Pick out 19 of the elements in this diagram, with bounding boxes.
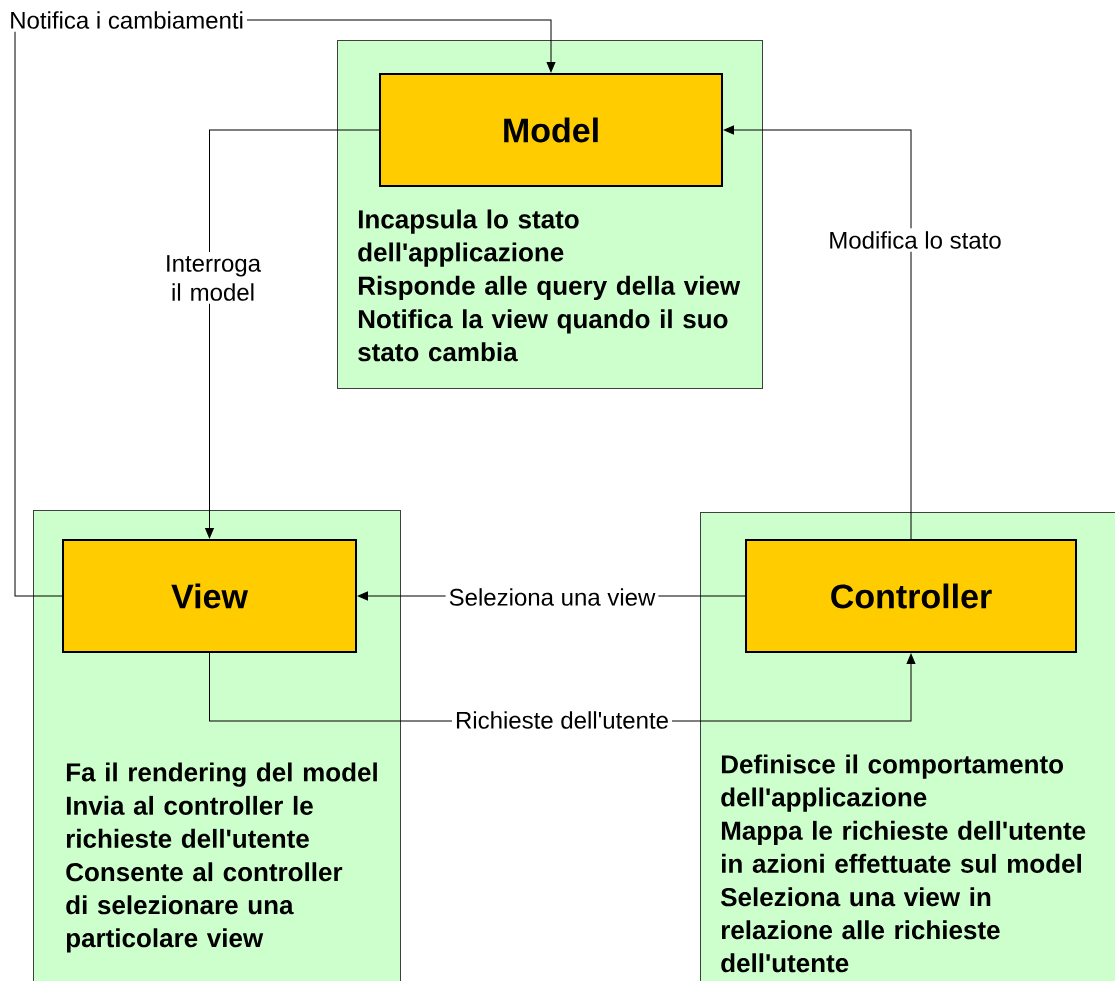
description-text: Consente al controller di selezionare una particolare view xyxy=(66,862,343,953)
description-text: Notifica la view quando il suo stato cambia xyxy=(358,309,728,362)
description-text: Seleziona una view in relazione alle richieste dell'utente xyxy=(720,887,1000,973)
component-box: View xyxy=(62,539,357,653)
description-text: Mappa le richieste dell'utente in azioni effettuate sul model xyxy=(721,820,1086,873)
description-text: Incapsula lo stato dell'applicazione xyxy=(358,209,579,267)
edge-label: Interroga il model xyxy=(155,252,271,304)
component-box: Model xyxy=(379,73,723,187)
description-text: Invia al controller le richieste dell'utente xyxy=(66,795,313,848)
description-text: Fa il rendering del model xyxy=(66,762,377,787)
arrow xyxy=(205,129,380,539)
edge-label: Notifica i cambiamenti xyxy=(6,8,247,32)
edge-label: Richieste dell'utente xyxy=(452,708,673,732)
component-box: Controller xyxy=(745,539,1077,653)
edge-label: Seleziona una view xyxy=(445,585,659,609)
description-text: Risponde alle query della view xyxy=(358,275,741,301)
arrow xyxy=(723,125,912,540)
edge-label: Modifica lo stato xyxy=(825,228,1005,252)
description-text: Definisce il comportamento dell'applicazione xyxy=(721,754,1063,812)
